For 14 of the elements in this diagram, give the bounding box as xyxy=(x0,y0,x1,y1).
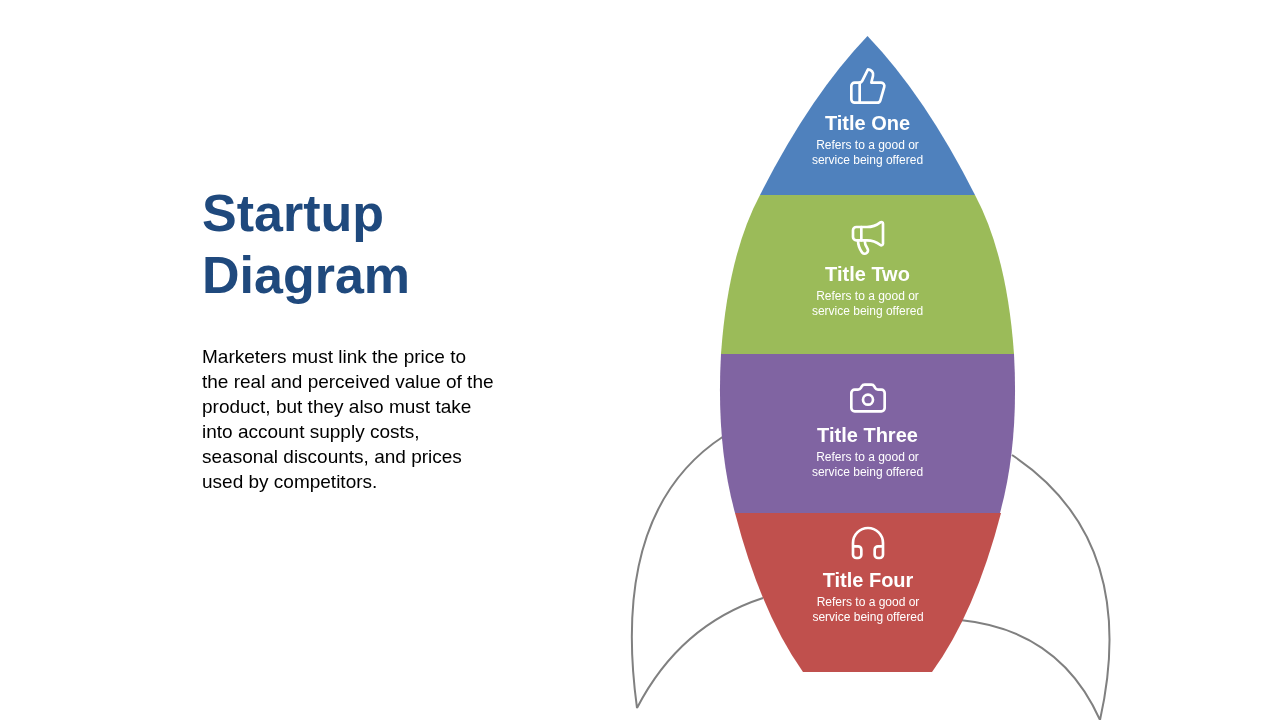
segment-description: Refers to a good or service being offered xyxy=(811,595,925,625)
segment-title: Title One xyxy=(824,112,911,134)
rocket-segment xyxy=(760,36,975,195)
segment-title: Title Two xyxy=(825,263,910,285)
segment-description: Refers to a good or service being offered xyxy=(810,289,925,319)
rocket-segment xyxy=(720,195,1015,354)
segment-title: Title Four xyxy=(822,569,914,591)
segment-description: Refers to a good or service being offered xyxy=(810,450,925,480)
slide-title: Startup Diagram xyxy=(202,183,412,306)
rocket-segment xyxy=(719,354,1016,513)
rocket-segment xyxy=(735,513,1001,672)
segment-description: Refers to a good or service being offered xyxy=(810,138,925,168)
description-paragraph: Marketers must link the price to the real and perceived value of the product, but they also must take into account supply costs, seasonal discounts, and prices used by competitors. xyxy=(202,345,495,494)
segment-title: Title Three xyxy=(817,424,918,446)
